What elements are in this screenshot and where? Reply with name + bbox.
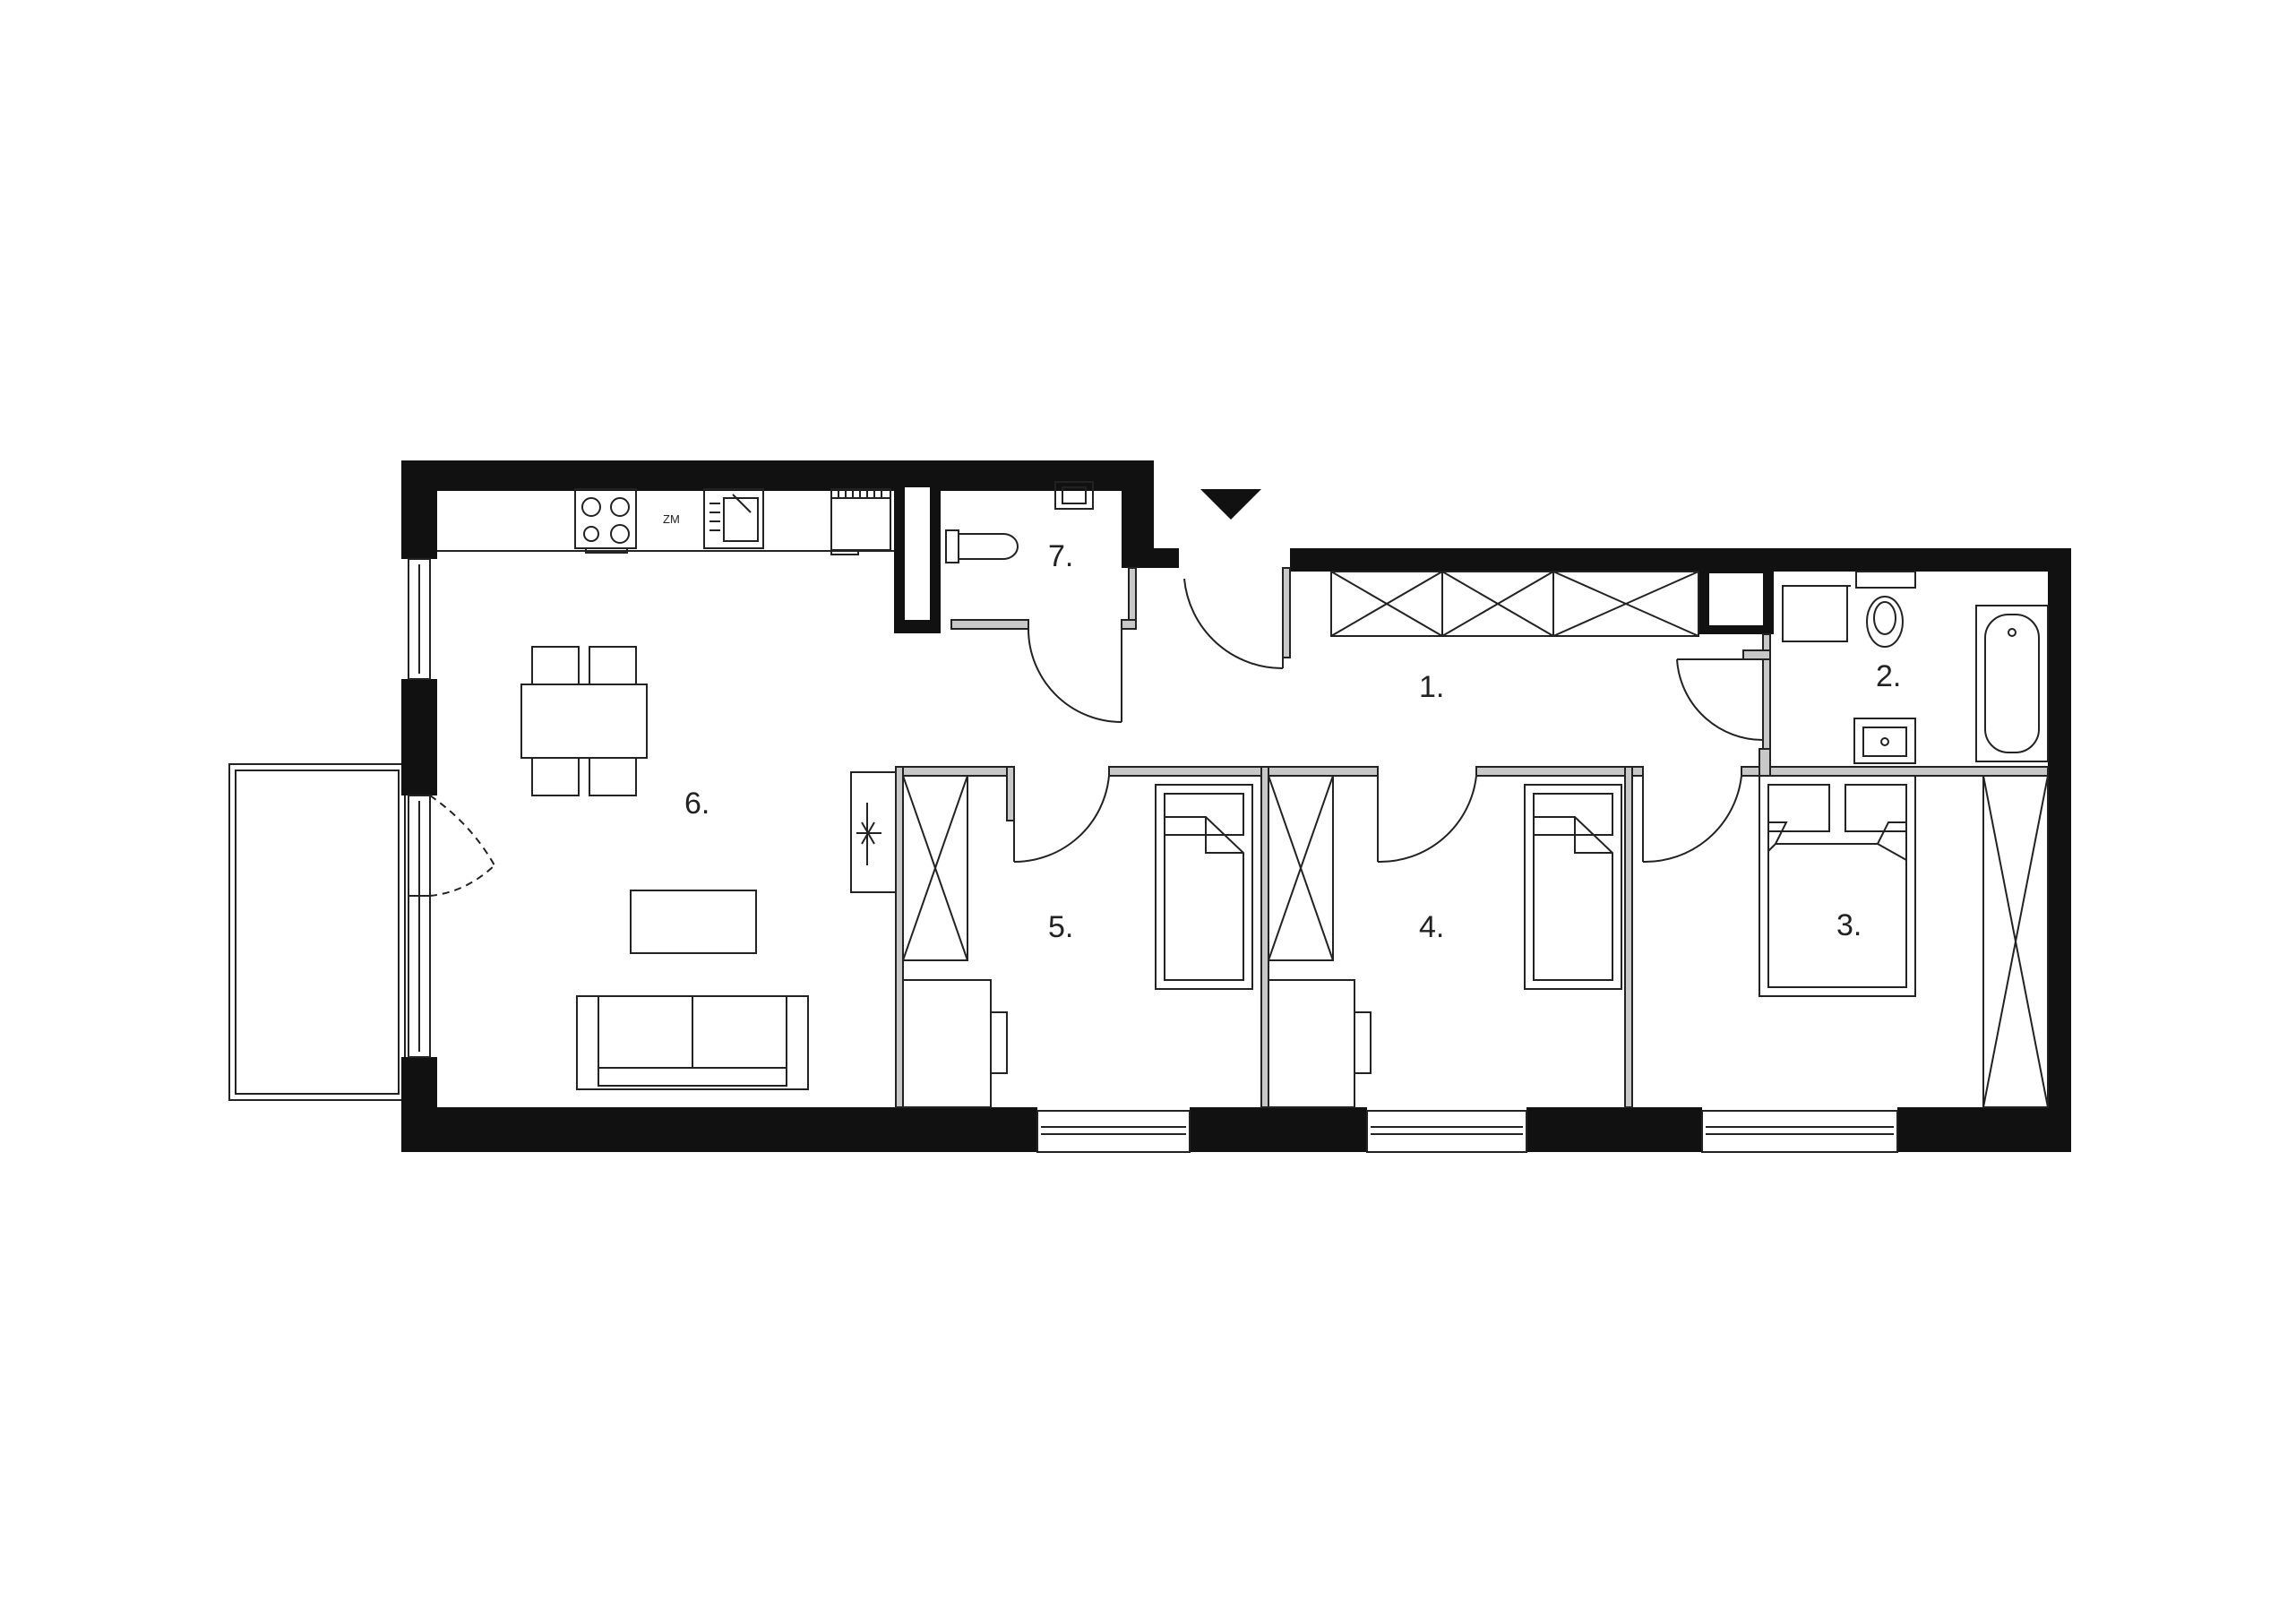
sofa [576,995,809,1090]
interior-partitions [895,567,2049,1108]
room3-furniture [1759,775,2049,1108]
entrance-marker [1200,489,1261,520]
room-label-3: 3. [1836,908,1862,942]
windows [408,558,1898,1153]
hall-wardrobe [1330,571,1699,637]
room-label-2: 2. [1876,659,1901,693]
coffee-table [630,890,757,954]
shafts-inner [905,487,1763,625]
dishwasher-label: ZM [663,512,680,526]
exterior-walls [401,460,2071,1152]
dining-set [520,646,648,796]
room4-furniture [1268,775,1622,1108]
room5-furniture [902,775,1253,1108]
wc-fixtures [945,481,1094,563]
balcony [228,763,406,1101]
room-label-7: 7. [1048,539,1073,573]
bathroom-fixtures [1782,571,2049,764]
room-label-6: 6. [684,787,709,821]
kitchen-counter [437,488,894,555]
room-label-4: 4. [1419,910,1444,944]
tv-stand [850,771,897,893]
room-label-1: 1. [1419,670,1444,704]
door-swings[interactable] [429,578,1764,897]
room-label-5: 5. [1048,910,1073,944]
